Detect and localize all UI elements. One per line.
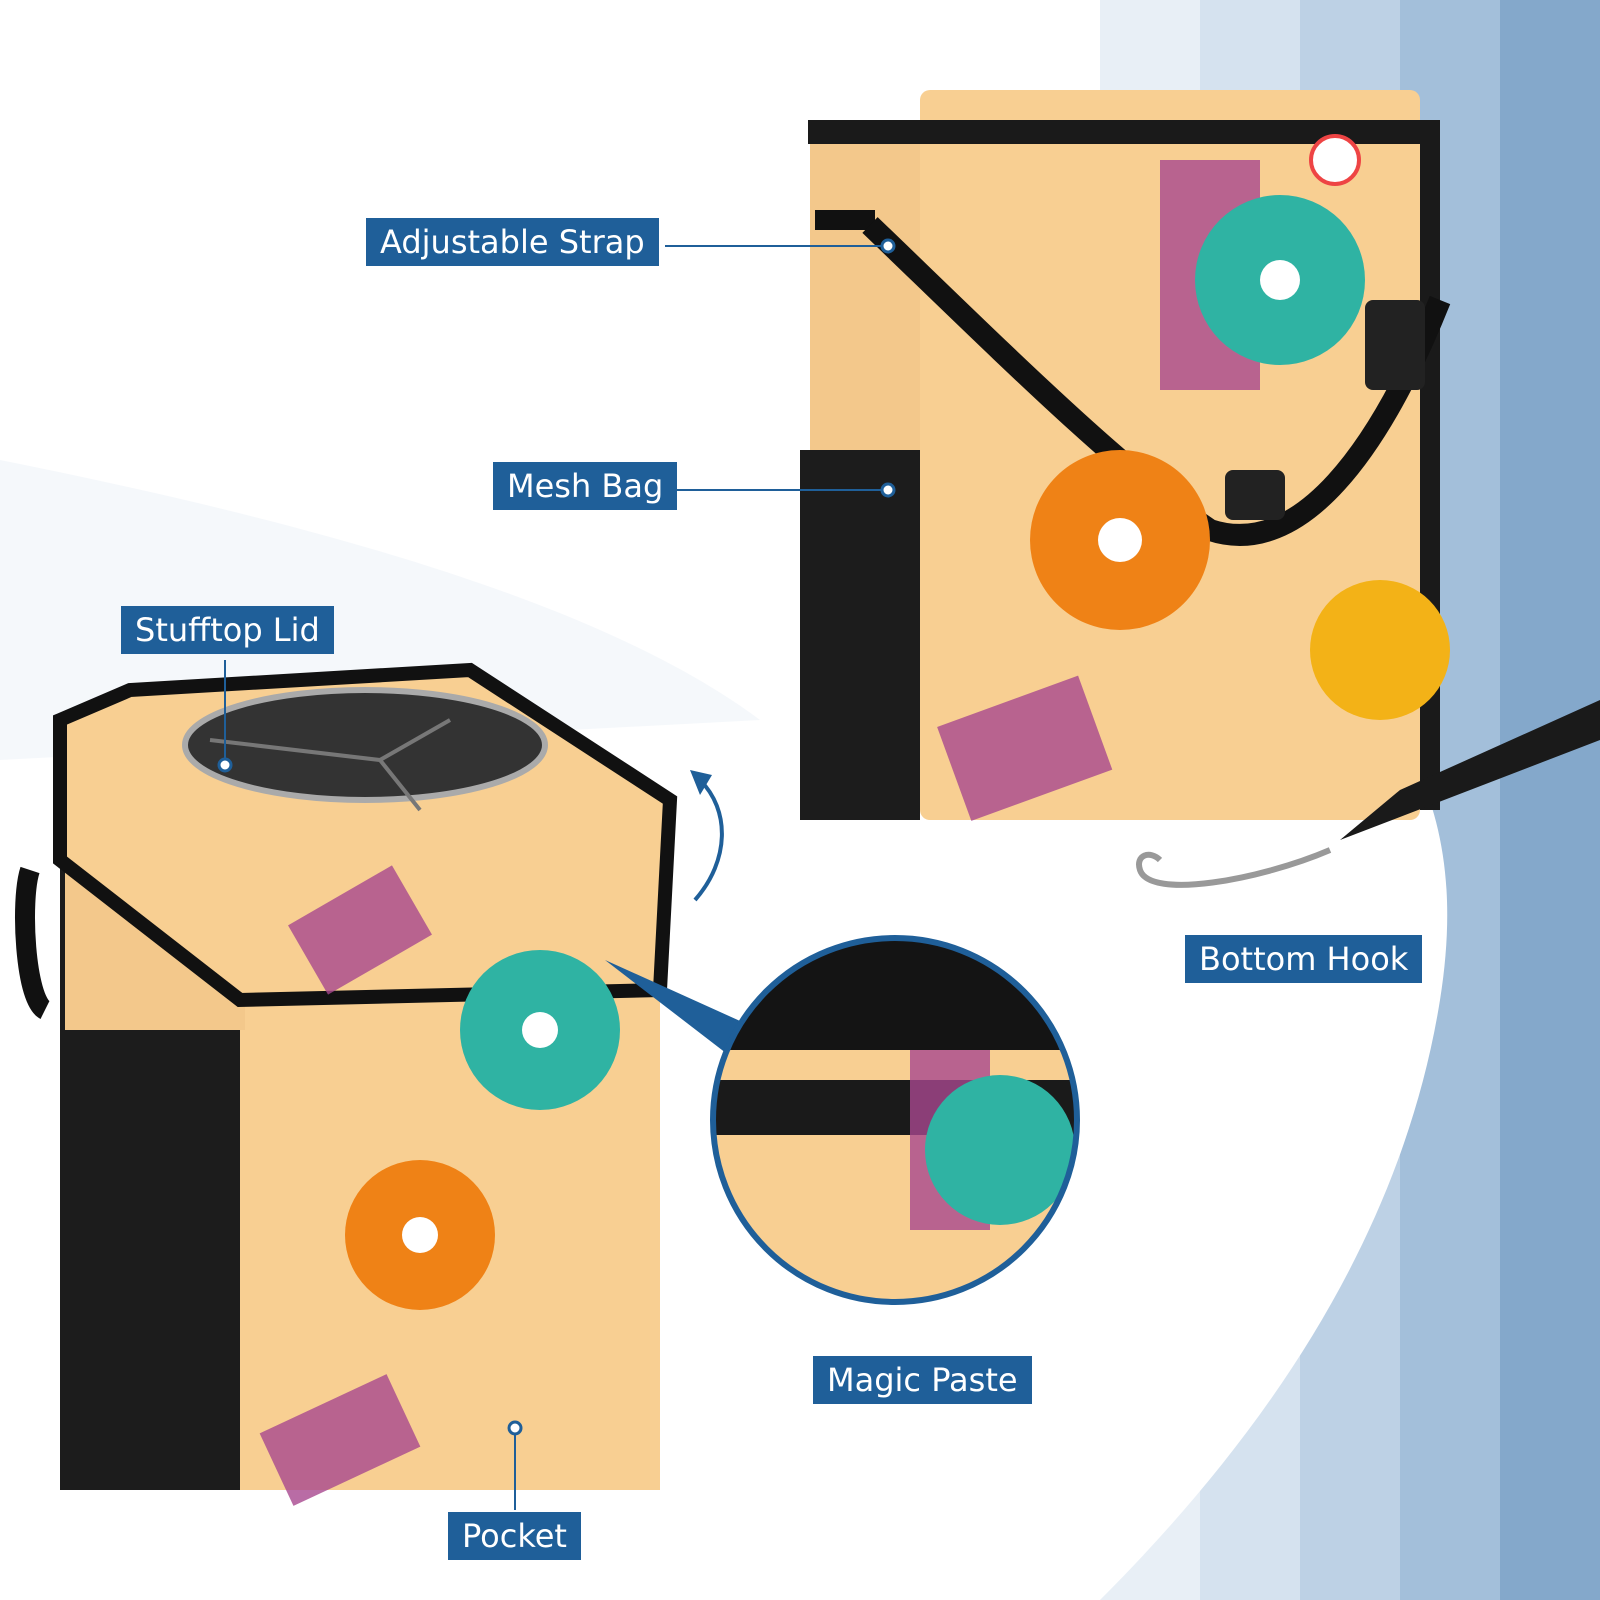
label-adjustable-strap: Adjustable Strap [366,218,659,266]
label-mesh-bag: Mesh Bag [493,462,678,510]
label-magic-paste: Magic Paste [813,1356,1032,1404]
label-bottom-hook: Bottom Hook [1185,935,1423,983]
label-pocket: Pocket [448,1512,581,1560]
label-stufftop-lid: Stufftop Lid [121,606,334,654]
mesh-pocket [800,450,920,820]
lid-opening [182,687,548,803]
